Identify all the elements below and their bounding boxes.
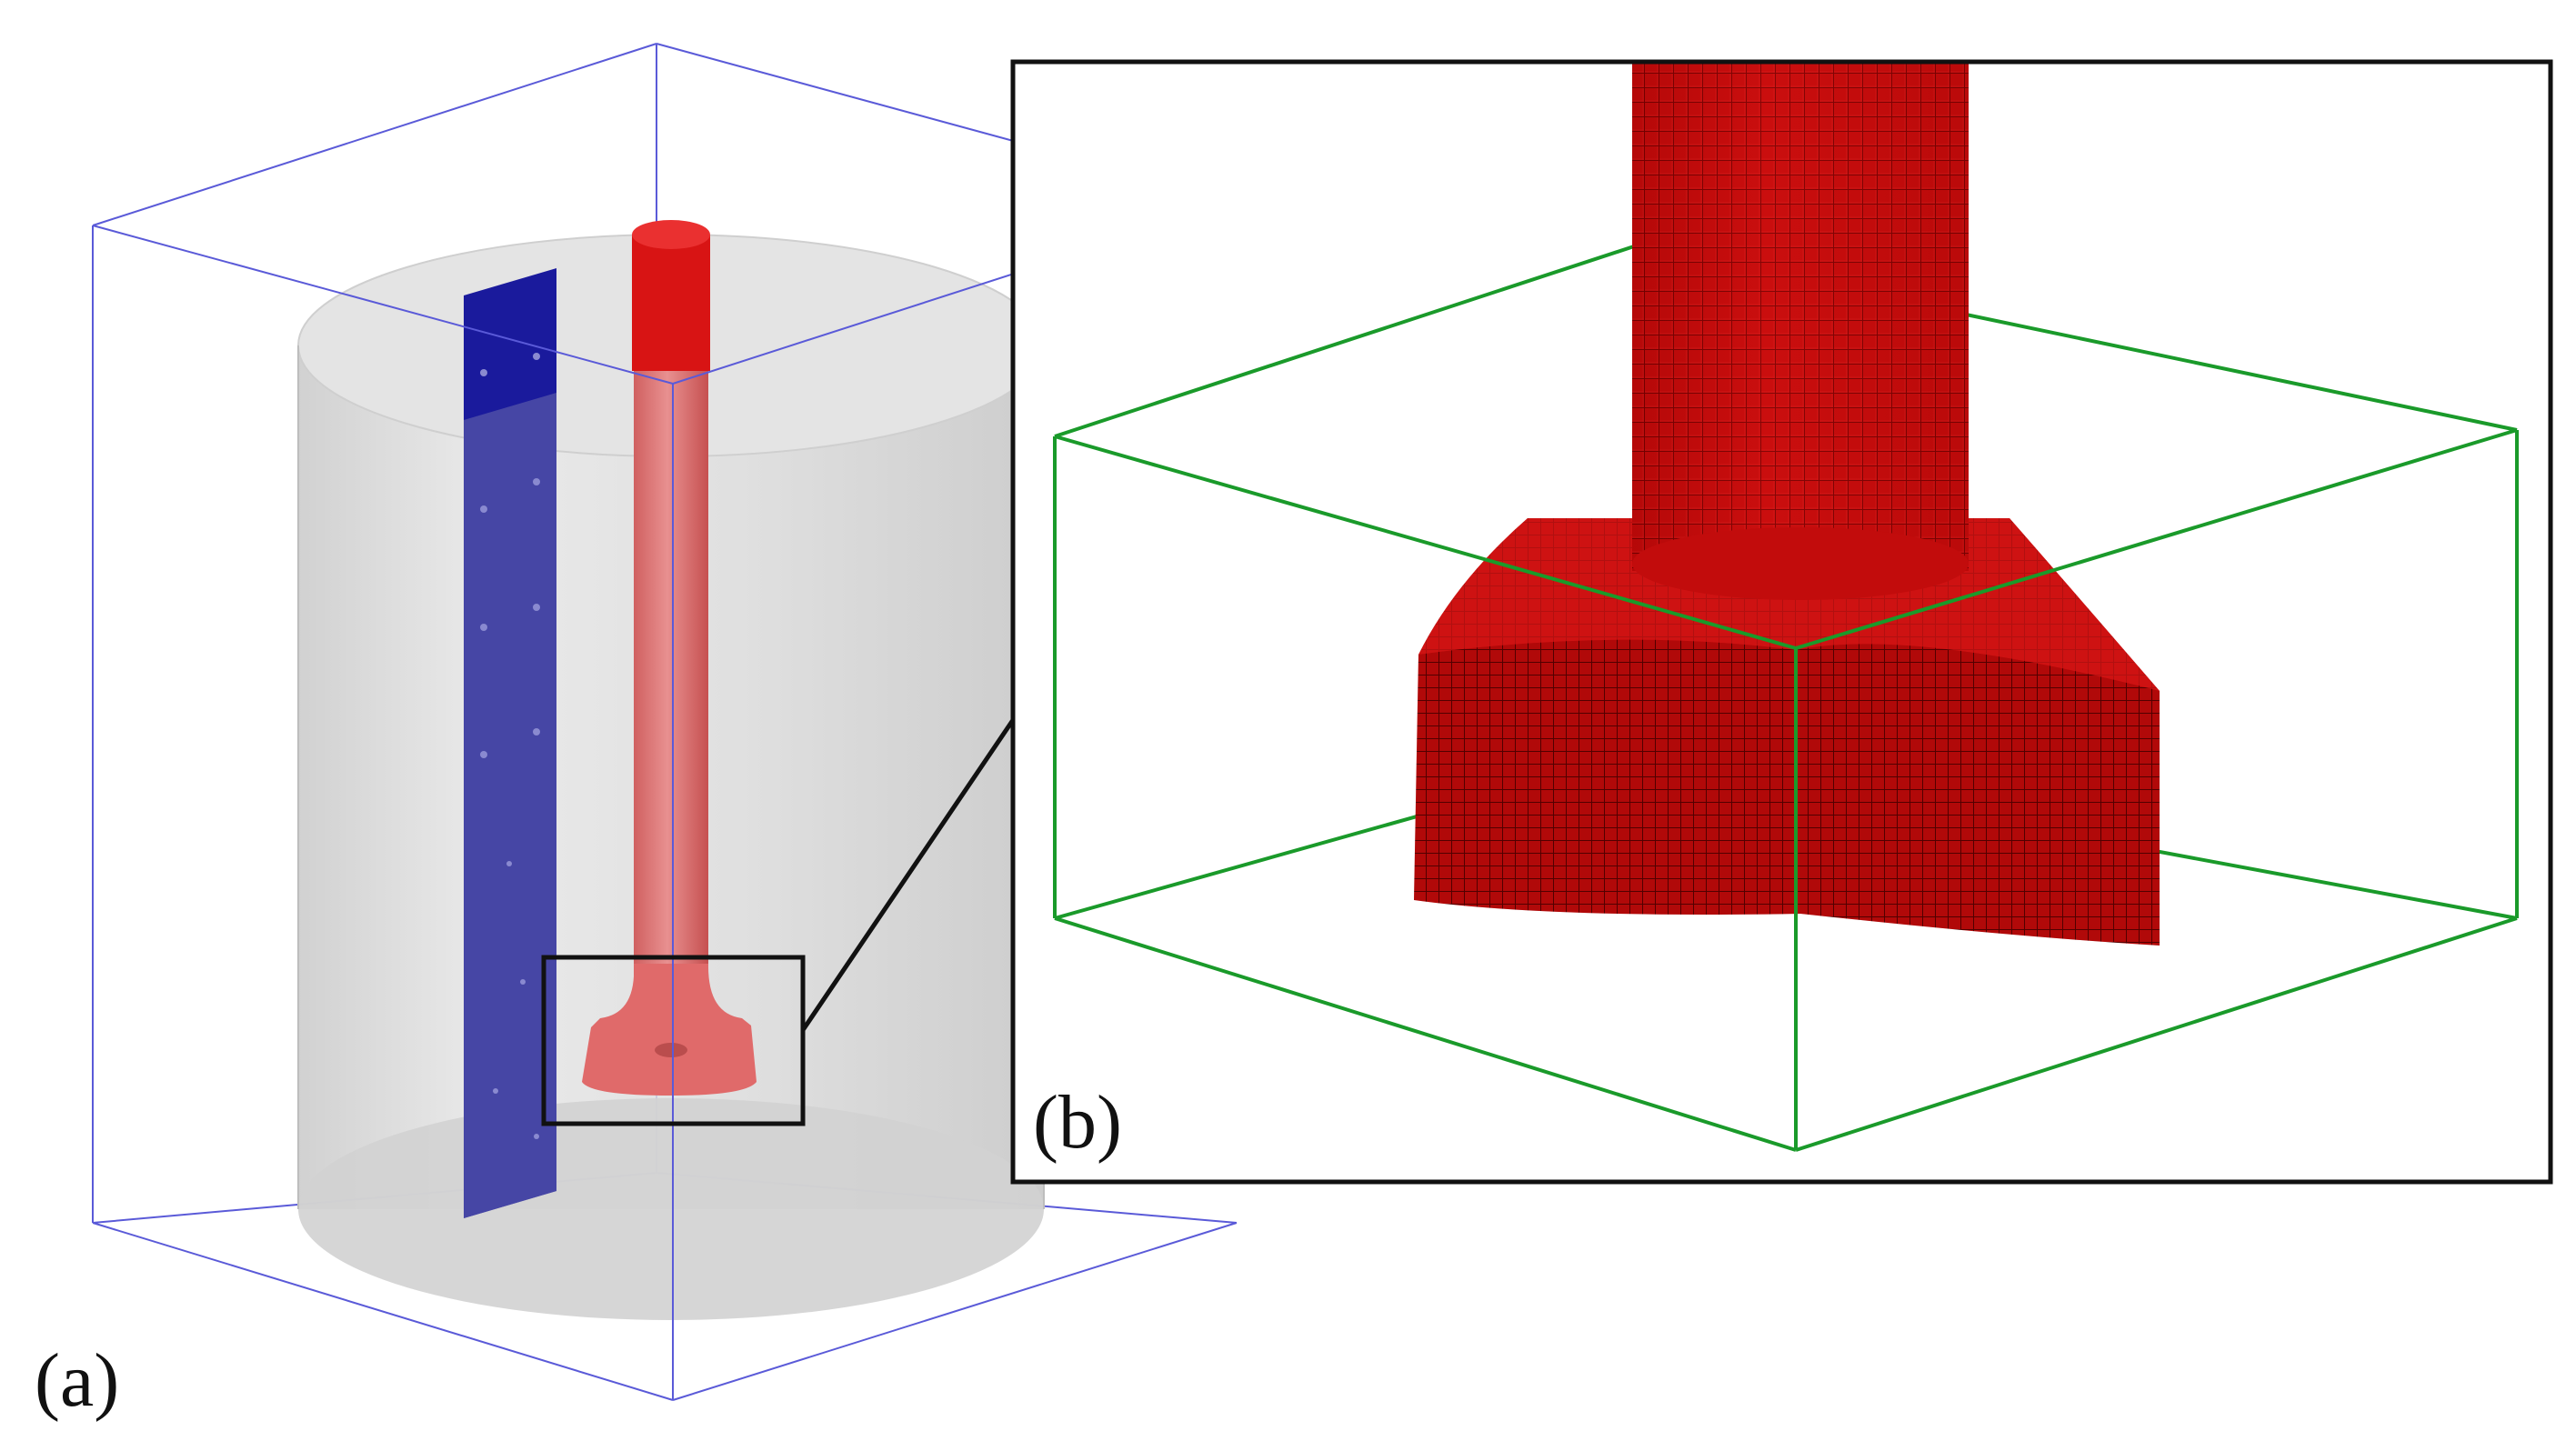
inset-border bbox=[1010, 59, 2553, 1185]
zoom-selection-box bbox=[541, 955, 806, 1126]
zoom-connector-line bbox=[800, 718, 1016, 1032]
panel-b-label: (b) bbox=[1033, 1080, 1122, 1165]
baffle-plate-icon bbox=[464, 268, 556, 1218]
zoom-box-front bbox=[1053, 428, 2519, 1152]
voxel-mesh-icon bbox=[1414, 62, 2160, 946]
impeller-shaft-icon bbox=[582, 220, 757, 1096]
panel-b: (b) bbox=[1010, 59, 2553, 1185]
panel-a: (a) bbox=[35, 43, 1238, 1423]
panel-a-label: (a) bbox=[35, 1338, 119, 1423]
